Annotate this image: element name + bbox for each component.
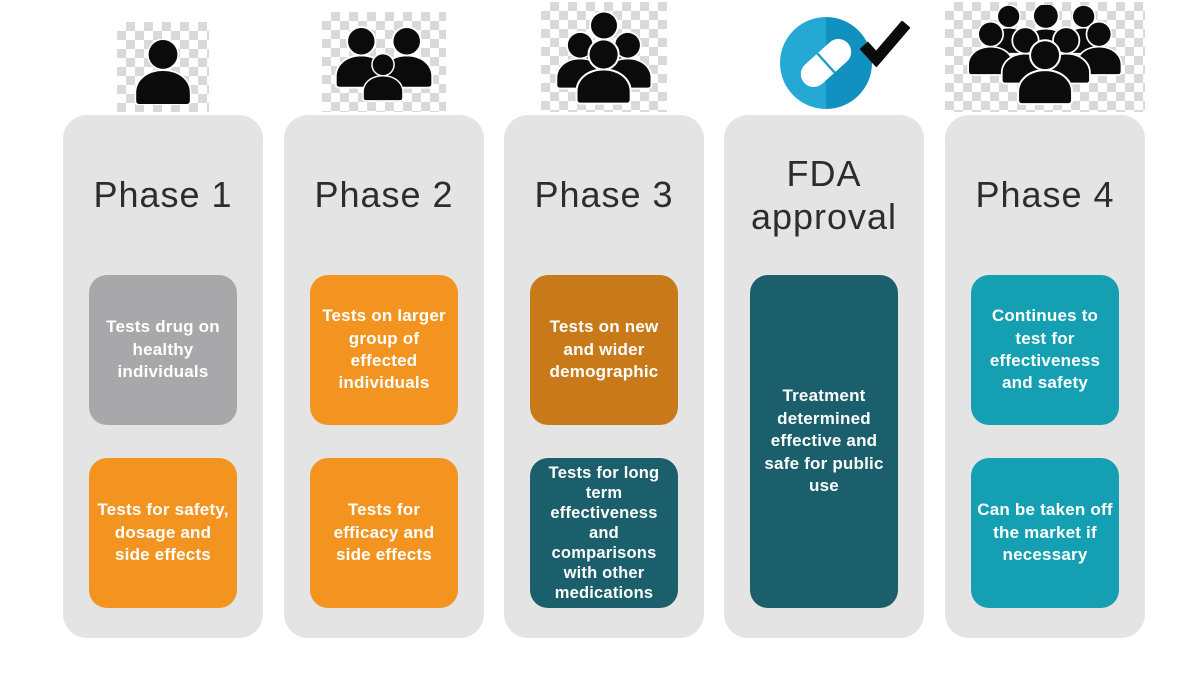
column-phase-4: Phase 4 Continues to test for effectiven… [945, 0, 1145, 675]
column-fda-approval: FDA approval Treatment determined effect… [724, 0, 924, 675]
column-phase-3: Phase 3 Tests on new and wider demograph… [504, 0, 704, 675]
approved-pill-icon [724, 3, 924, 115]
phase-1-title: Phase 1 [93, 174, 233, 216]
info-box: Tests on new and wider demographic [530, 275, 678, 425]
info-box: Can be taken off the market if necessary [971, 458, 1119, 608]
fda-panel: FDA approval Treatment determined effect… [724, 115, 924, 638]
checkmark-icon [860, 21, 910, 67]
family-group-icon [334, 26, 434, 102]
transparency-checker [541, 2, 667, 112]
info-box: Tests for long term effectiveness and co… [530, 458, 678, 608]
single-person-icon [134, 39, 192, 105]
info-box: Tests drug on healthy individuals [89, 275, 237, 425]
info-box-text: Tests on larger group of effected indivi… [322, 306, 446, 393]
phase-2-title: Phase 2 [314, 174, 454, 216]
phase-3-title: Phase 3 [534, 174, 674, 216]
info-box-text: Tests for safety, dosage and side effect… [97, 500, 229, 565]
transparency-checker [945, 2, 1145, 112]
column-phase-2: Phase 2 Tests on larger group of effecte… [284, 0, 484, 675]
transparency-checker [322, 12, 446, 112]
info-box: Tests for safety, dosage and side effect… [89, 458, 237, 608]
phase-1-icon-zone [63, 0, 263, 115]
info-box-text: Can be taken off the market if necessary [977, 500, 1113, 565]
phase-1-panel: Phase 1 Tests drug on healthy individual… [63, 115, 263, 638]
fda-icon-zone [724, 0, 924, 115]
info-box-text: Tests for efficacy and side effects [333, 500, 435, 565]
info-box: Treatment determined effective and safe … [750, 275, 898, 608]
phase-2-icon-zone [284, 0, 484, 115]
phase-3-panel: Phase 3 Tests on new and wider demograph… [504, 115, 704, 638]
phase-4-title: Phase 4 [975, 174, 1115, 216]
pill-circle-icon [780, 17, 872, 109]
phase-2-panel: Phase 2 Tests on larger group of effecte… [284, 115, 484, 638]
info-box: Continues to test for effectiveness and … [971, 275, 1119, 425]
info-box-text: Treatment determined effective and safe … [764, 386, 884, 496]
phase-4-icon-zone [945, 0, 1145, 115]
transparency-checker [117, 22, 209, 112]
crowd-icon [967, 5, 1123, 105]
info-box-text: Continues to test for effectiveness and … [989, 306, 1101, 393]
info-box: Tests for efficacy and side effects [310, 458, 458, 608]
fda-title: FDA approval [750, 152, 898, 237]
column-phase-1: Phase 1 Tests drug on healthy individual… [63, 0, 263, 675]
phase-3-icon-zone [504, 0, 704, 115]
phase-4-panel: Phase 4 Continues to test for effectiven… [945, 115, 1145, 638]
info-box-text: Tests on new and wider demographic [549, 317, 659, 382]
info-box-text: Tests for long term effectiveness and co… [548, 463, 660, 603]
info-box-text: Tests drug on healthy individuals [106, 317, 220, 382]
group-of-four-icon [555, 11, 653, 105]
info-box: Tests on larger group of effected indivi… [310, 275, 458, 425]
